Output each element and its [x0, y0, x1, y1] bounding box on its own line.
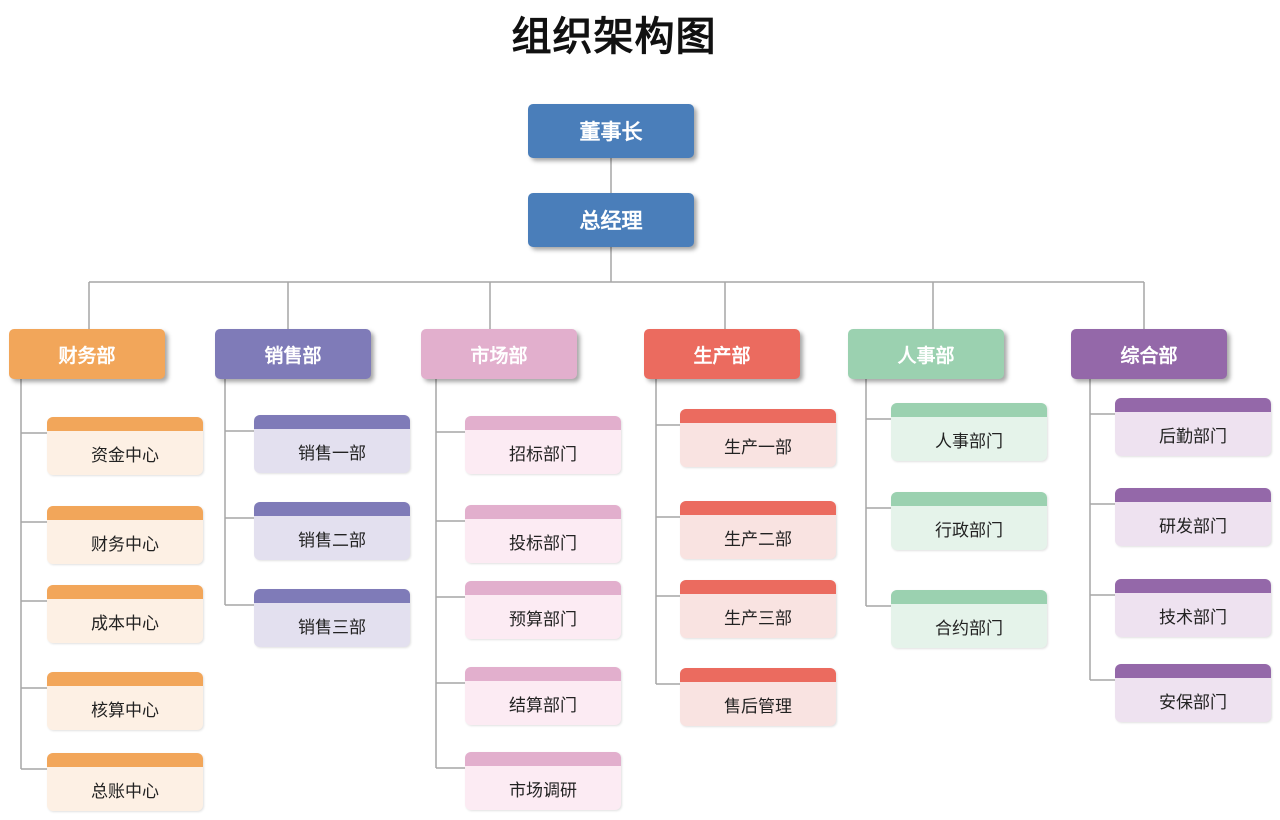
sub-unit-header-bar: [465, 667, 621, 681]
sub-unit-label: 销售二部: [298, 530, 366, 551]
sub-unit-node[interactable]: 投标部门: [465, 505, 621, 563]
sub-unit-label: 生产二部: [724, 529, 792, 550]
sub-unit-label: 人事部门: [935, 431, 1003, 452]
sub-unit-label: 生产一部: [724, 437, 792, 458]
sub-unit-header-bar: [465, 752, 621, 766]
sub-unit-node[interactable]: 行政部门: [891, 492, 1047, 550]
sub-unit-header-bar: [47, 585, 203, 599]
sub-unit-node[interactable]: 生产三部: [680, 580, 836, 638]
dept-label: 销售部: [264, 344, 322, 367]
dept-node-hr[interactable]: 人事部: [848, 329, 1004, 379]
sub-unit-node[interactable]: 核算中心: [47, 672, 203, 730]
sub-unit-header-bar: [254, 502, 410, 516]
sub-unit-label: 售后管理: [724, 696, 792, 717]
sub-unit-label: 投标部门: [509, 533, 577, 554]
sub-unit-header-bar: [891, 403, 1047, 417]
sub-unit-node[interactable]: 合约部门: [891, 590, 1047, 648]
sub-unit-node[interactable]: 成本中心: [47, 585, 203, 643]
sub-unit-label: 财务中心: [91, 534, 159, 555]
dept-node-production[interactable]: 生产部: [644, 329, 800, 379]
dept-node-finance[interactable]: 财务部: [9, 329, 165, 379]
dept-node-sales[interactable]: 销售部: [215, 329, 371, 379]
sub-unit-label: 生产三部: [724, 608, 792, 629]
dept-label: 生产部: [693, 344, 751, 367]
sub-unit-label: 市场调研: [509, 780, 577, 801]
sub-unit-header-bar: [1115, 664, 1271, 678]
sub-unit-node[interactable]: 招标部门: [465, 416, 621, 474]
sub-unit-label: 核算中心: [91, 700, 159, 721]
sub-unit-node[interactable]: 研发部门: [1115, 488, 1271, 546]
sub-unit-header-bar: [47, 417, 203, 431]
sub-unit-node[interactable]: 预算部门: [465, 581, 621, 639]
sub-unit-label: 技术部门: [1159, 607, 1227, 628]
sub-unit-label: 资金中心: [91, 445, 159, 466]
sub-unit-node[interactable]: 销售三部: [254, 589, 410, 647]
sub-unit-node[interactable]: 销售一部: [254, 415, 410, 473]
sub-unit-header-bar: [47, 672, 203, 686]
dept-label: 综合部: [1120, 344, 1178, 367]
sub-unit-header-bar: [680, 501, 836, 515]
sub-unit-label: 总账中心: [91, 781, 159, 802]
sub-unit-node[interactable]: 生产一部: [680, 409, 836, 467]
sub-unit-node[interactable]: 安保部门: [1115, 664, 1271, 722]
sub-unit-label: 研发部门: [1159, 516, 1227, 537]
sub-unit-header-bar: [891, 492, 1047, 506]
sub-unit-header-bar: [254, 589, 410, 603]
chairman-label: 董事长: [579, 120, 643, 144]
sub-unit-node[interactable]: 人事部门: [891, 403, 1047, 461]
sub-unit-header-bar: [47, 753, 203, 767]
sub-unit-node[interactable]: 结算部门: [465, 667, 621, 725]
general-manager-node[interactable]: 总经理: [528, 193, 694, 247]
sub-unit-header-bar: [680, 409, 836, 423]
sub-unit-node[interactable]: 市场调研: [465, 752, 621, 810]
dept-label: 财务部: [58, 344, 116, 367]
sub-unit-header-bar: [465, 505, 621, 519]
sub-unit-header-bar: [1115, 488, 1271, 502]
sub-unit-node[interactable]: 售后管理: [680, 668, 836, 726]
sub-unit-node[interactable]: 技术部门: [1115, 579, 1271, 637]
sub-unit-node[interactable]: 销售二部: [254, 502, 410, 560]
sub-unit-header-bar: [1115, 579, 1271, 593]
dept-node-general[interactable]: 综合部: [1071, 329, 1227, 379]
dept-label: 市场部: [470, 344, 528, 367]
sub-unit-label: 结算部门: [509, 695, 577, 716]
sub-unit-label: 行政部门: [935, 520, 1003, 541]
sub-unit-header-bar: [465, 416, 621, 430]
sub-unit-node[interactable]: 资金中心: [47, 417, 203, 475]
sub-unit-header-bar: [47, 506, 203, 520]
sub-unit-label: 预算部门: [509, 609, 577, 630]
sub-unit-label: 合约部门: [935, 618, 1003, 639]
sub-unit-label: 招标部门: [509, 444, 577, 465]
sub-unit-header-bar: [1115, 398, 1271, 412]
page-title: 组织架构图: [511, 14, 717, 60]
chairman-node[interactable]: 董事长: [528, 104, 694, 158]
sub-unit-header-bar: [891, 590, 1047, 604]
sub-unit-node[interactable]: 总账中心: [47, 753, 203, 811]
sub-unit-header-bar: [680, 668, 836, 682]
sub-unit-node[interactable]: 后勤部门: [1115, 398, 1271, 456]
sub-unit-label: 后勤部门: [1159, 426, 1227, 447]
sub-unit-node[interactable]: 财务中心: [47, 506, 203, 564]
sub-unit-label: 安保部门: [1159, 692, 1227, 713]
sub-unit-header-bar: [254, 415, 410, 429]
general-manager-label: 总经理: [579, 209, 643, 233]
dept-label: 人事部: [897, 344, 955, 367]
sub-unit-label: 成本中心: [91, 613, 159, 634]
sub-unit-node[interactable]: 生产二部: [680, 501, 836, 559]
sub-unit-header-bar: [465, 581, 621, 595]
sub-unit-header-bar: [680, 580, 836, 594]
sub-unit-label: 销售一部: [298, 443, 366, 464]
sub-unit-label: 销售三部: [298, 617, 366, 638]
dept-node-market[interactable]: 市场部: [421, 329, 577, 379]
